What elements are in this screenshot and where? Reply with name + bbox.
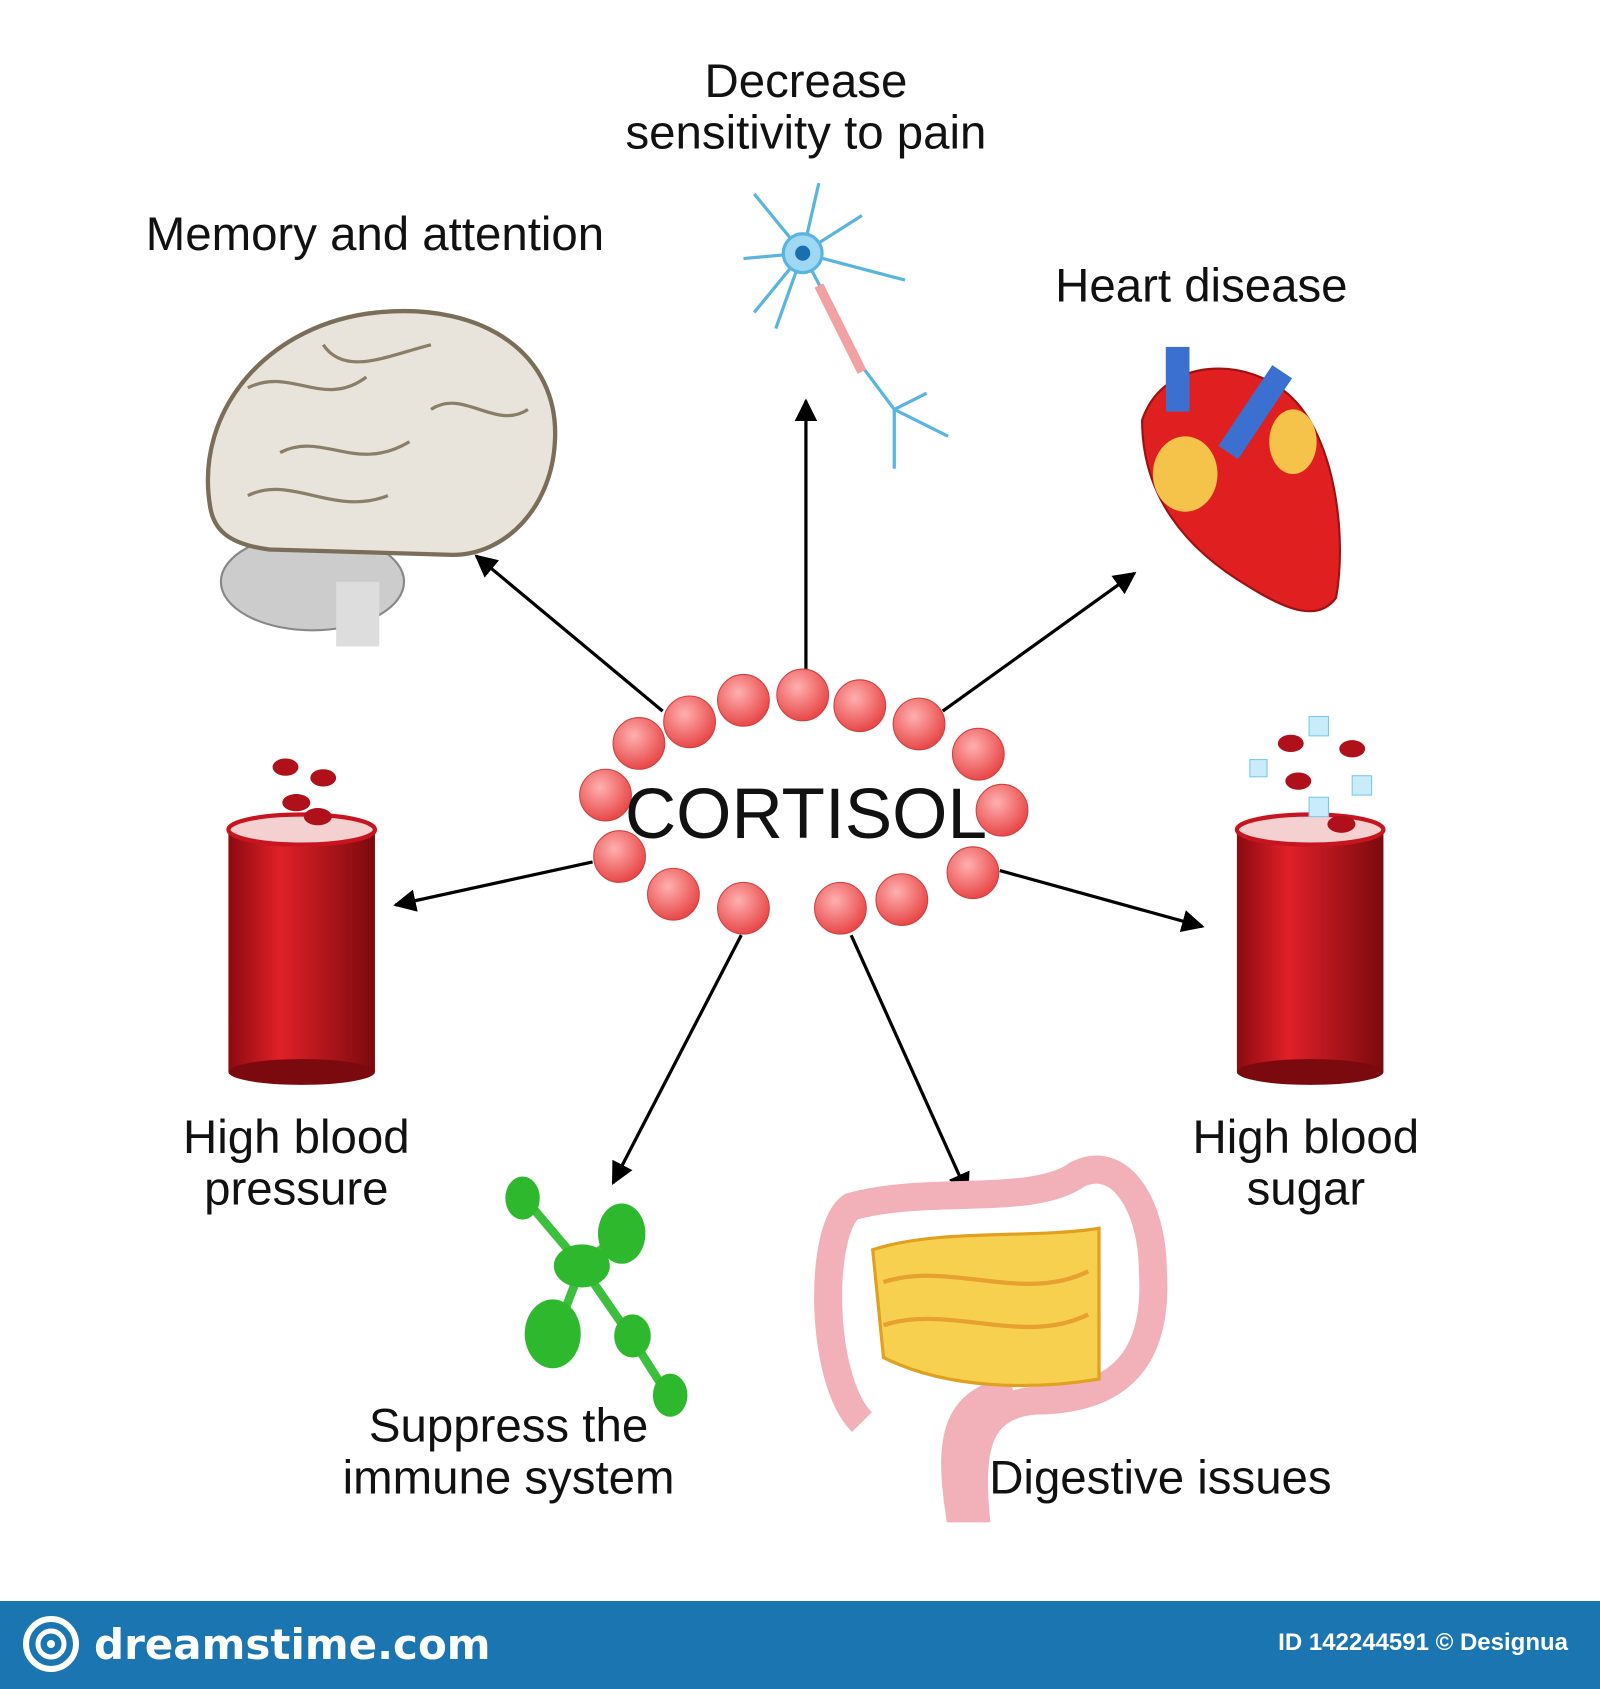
arrow-digestive (849, 934, 970, 1196)
label-immune-line2: immune system (343, 1451, 675, 1504)
label-immune-line1: Suppress the (369, 1400, 648, 1453)
neuron-icon (743, 182, 949, 469)
arrow-blood-sugar (999, 868, 1205, 933)
label-memory: Memory and attention (146, 208, 604, 261)
label-blood-pressure-line1: High blood (183, 1111, 410, 1164)
footer-bar: dreamstime.com ID 142244591 © Designua (0, 1601, 1600, 1689)
arrow-heart (941, 571, 1137, 713)
label-heart: Heart disease (1055, 260, 1347, 313)
cortisol-molecules (579, 668, 1029, 935)
label-blood-pressure-line2: pressure (204, 1163, 388, 1216)
brain-icon (205, 309, 558, 647)
heart-icon (1141, 346, 1341, 613)
arrow-immune (611, 934, 743, 1185)
intestines-icon (814, 1155, 1168, 1523)
blood-vessel-pressure-icon (226, 758, 378, 1085)
immune-cells-icon (505, 1176, 688, 1417)
brand-logo[interactable]: dreamstime.com (22, 1615, 491, 1673)
spiral-logo-icon (23, 1616, 79, 1672)
label-blood-sugar-line1: High blood (1193, 1111, 1420, 1164)
arrow-blood-pressure (393, 860, 593, 912)
label-pain-line1: Decrease (705, 55, 908, 108)
labels: Decrease sensitivity to pain Memory and … (146, 55, 1419, 1504)
label-pain-line2: sensitivity to pain (625, 107, 986, 160)
brand-name: dreamstime.com (94, 1619, 491, 1669)
image-credit: ID 142244591 © Designua (1278, 1629, 1568, 1656)
label-blood-sugar-line2: sugar (1247, 1163, 1366, 1216)
blood-vessel-sugar-icon (1234, 715, 1386, 1085)
cortisol-label: CORTISOL (625, 775, 987, 854)
label-digestive: Digestive issues (989, 1451, 1331, 1504)
cortisol-diagram: CORTISOL (146, 55, 1419, 1523)
arrow-memory (474, 554, 664, 713)
arrows (393, 398, 1205, 1196)
